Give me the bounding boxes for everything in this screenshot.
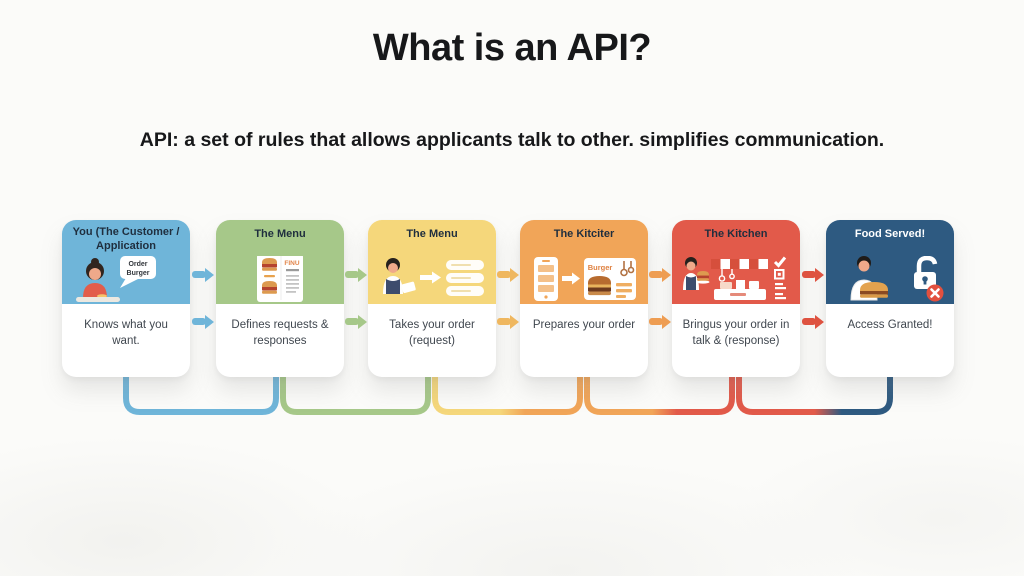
card-header: The Kitchen — [672, 220, 800, 304]
card-header: The Menu — [216, 220, 344, 304]
step-card-served: Food Served! — [826, 220, 954, 377]
phone-to-kitchen-icon: Burger — [528, 256, 640, 302]
card-header: Food Served! — [826, 220, 954, 304]
subtitle: API: a set of rules that allows applican… — [139, 129, 885, 151]
card-body: Knows what you want. — [84, 319, 168, 348]
step-card-request: The Menu Takes y — [368, 220, 496, 377]
card-title: The Menu — [406, 228, 458, 240]
header-arrow-4 — [649, 267, 671, 282]
menu-label: FINU — [284, 260, 299, 267]
connector-orange-red — [584, 372, 735, 415]
card-title: The Kitciter — [553, 228, 615, 240]
page-title: What is an API? — [372, 27, 652, 69]
body-arrow-1 — [192, 314, 214, 329]
connector-green — [280, 372, 431, 415]
order-label: Burger — [588, 263, 613, 272]
body-arrow-3 — [497, 314, 519, 329]
header-arrow-5 — [802, 267, 824, 282]
speech-bubble-line2: Burger — [127, 270, 150, 277]
card-body: Bringus your order in talk & (response) — [682, 319, 790, 348]
card-title: The Kitchen — [704, 228, 768, 240]
card-body: Defines requests & responses — [231, 319, 329, 348]
burger-unlocked-icon — [834, 255, 946, 302]
card-body: Takes your order (request) — [389, 319, 475, 348]
header-arrow-2 — [345, 267, 367, 282]
step-card-customer: You (The Customer / Application Order Bu… — [62, 220, 190, 377]
connector-yellow-orange — [432, 372, 583, 415]
kitchen-stall-checklist-icon — [680, 256, 792, 302]
waiter-request-form-icon — [376, 256, 488, 302]
body-arrow-4 — [649, 314, 671, 329]
connector-blue — [123, 372, 279, 415]
card-title: You (The Customer / Application — [72, 226, 180, 252]
speech-bubble-line1: Order — [128, 261, 147, 268]
card-body: Prepares your order — [532, 319, 636, 331]
card-title: Food Served! — [854, 228, 926, 240]
card-body: Access Granted! — [847, 319, 933, 331]
menu-card-icon: FINU — [224, 254, 336, 302]
step-card-response: The Kitchen — [672, 220, 800, 377]
header-arrow-3 — [497, 267, 519, 282]
connector-red-navy — [736, 372, 893, 415]
card-header: You (The Customer / Application Order Bu… — [62, 220, 190, 304]
step-card-menu: The Menu — [216, 220, 344, 377]
customer-ordering-icon: Order Burger — [70, 256, 182, 302]
card-header: The Kitciter Burger — [520, 220, 648, 304]
card-header: The Menu — [368, 220, 496, 304]
body-arrow-2 — [345, 314, 367, 329]
header-arrow-1 — [192, 267, 214, 282]
body-arrow-5 — [802, 314, 824, 329]
step-card-prepare: The Kitciter Burger — [520, 220, 648, 377]
card-title: The Menu — [254, 228, 306, 240]
